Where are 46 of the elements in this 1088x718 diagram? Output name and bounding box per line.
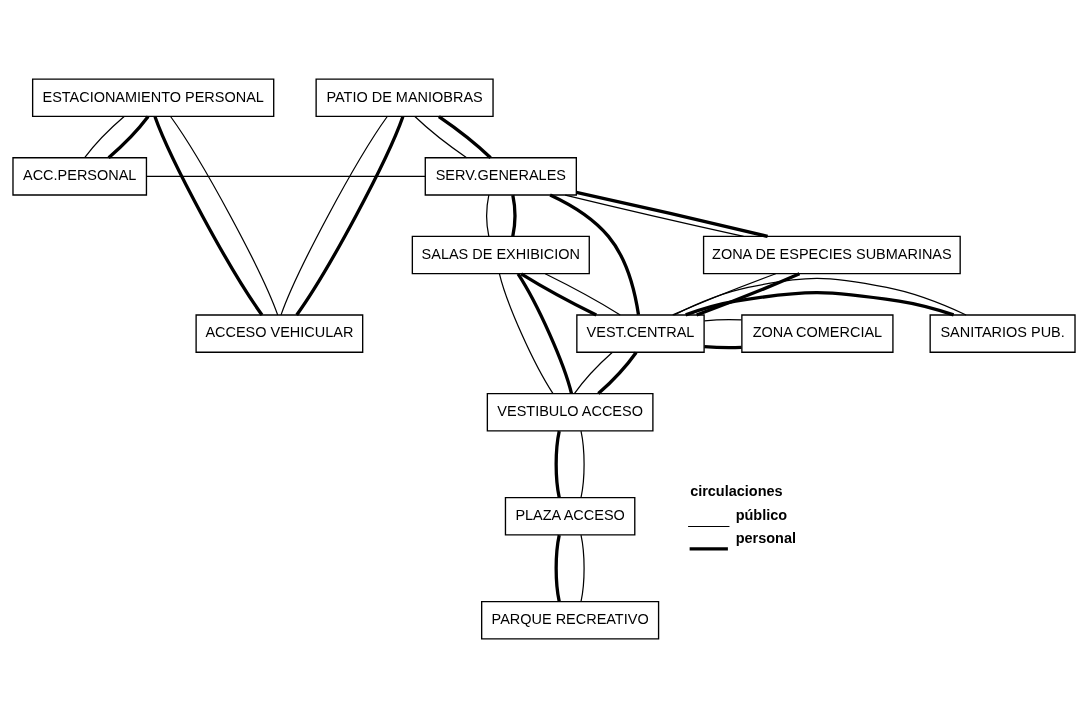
connector <box>573 351 613 395</box>
node-box: ACCESO VEHICULAR <box>195 314 364 353</box>
connector <box>107 115 150 159</box>
label: circulaciones <box>690 482 783 499</box>
node-box: ZONA DE ESPECIES SUBMARINAS <box>702 235 961 275</box>
connector <box>564 194 745 237</box>
connector <box>696 272 801 317</box>
connector <box>511 194 517 237</box>
node-box: PARQUE RECREATIVO <box>481 600 660 640</box>
node-box: VEST.CENTRAL <box>576 314 705 353</box>
connector <box>280 116 388 316</box>
connector <box>544 273 621 316</box>
connector <box>580 430 585 498</box>
node-box: VESTIBULO ACCESO <box>486 393 654 432</box>
connector <box>498 273 554 395</box>
connector <box>673 277 967 316</box>
connector <box>295 116 405 316</box>
connector <box>580 534 585 602</box>
connector <box>153 116 264 316</box>
node-box: SALAS DE EXHIBICION <box>411 235 590 275</box>
connector <box>554 430 561 498</box>
node-box: ZONA COMERCIAL <box>741 314 894 353</box>
node-box: SERV.GENERALES <box>424 157 577 196</box>
connector <box>414 115 468 159</box>
node-box: SANITARIOS PUB. <box>929 314 1076 353</box>
connector <box>549 193 641 315</box>
node-box: ACC.PERSONAL <box>12 157 148 196</box>
connector <box>520 272 597 317</box>
connector <box>554 534 561 602</box>
connector <box>703 319 743 322</box>
connector <box>170 116 279 316</box>
connector <box>597 351 638 395</box>
connector <box>84 115 125 159</box>
connector <box>704 344 742 350</box>
connector <box>576 190 768 238</box>
node-box: PATIO DE MANIOBRAS <box>315 78 494 118</box>
connector <box>146 175 426 177</box>
connector <box>672 273 777 316</box>
legend-label: personal <box>735 530 796 547</box>
connector <box>486 194 490 237</box>
node-box: PLAZA ACCESO <box>504 496 636 536</box>
connector <box>437 115 492 159</box>
connector <box>685 291 955 317</box>
legend-label: público <box>735 506 788 523</box>
connector <box>516 273 574 395</box>
node-box: ESTACIONAMIENTO PERSONAL <box>31 78 275 118</box>
